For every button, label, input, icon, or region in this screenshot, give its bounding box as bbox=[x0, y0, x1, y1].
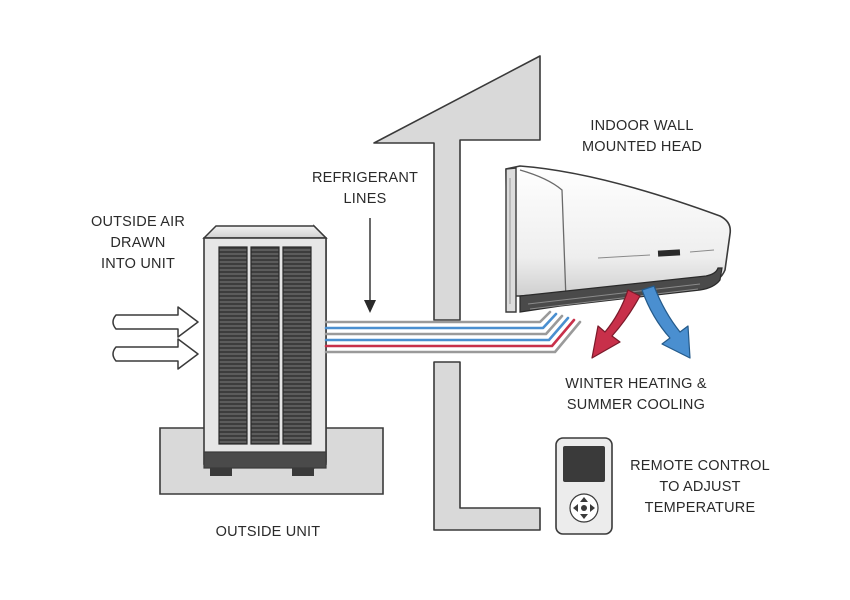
indoor-head-label: INDOOR WALL MOUNTED HEAD bbox=[581, 118, 702, 155]
house-wall bbox=[373, 55, 541, 531]
refrigerant-pointer bbox=[364, 218, 376, 313]
outside-unit-label: OUTSIDE UNIT bbox=[215, 524, 321, 540]
outside-unit bbox=[202, 224, 328, 476]
outside-air-label: OUTSIDE AIR DRAWN INTO UNIT bbox=[90, 214, 186, 272]
heating-cooling-label: WINTER HEATING & SUMMER COOLING bbox=[565, 376, 707, 413]
remote-control bbox=[555, 437, 613, 535]
indoor-wall-head bbox=[505, 165, 732, 313]
refrigerant-lines bbox=[324, 310, 582, 354]
warm-air-arrow bbox=[591, 289, 641, 359]
cool-air-arrow bbox=[641, 285, 691, 359]
air-intake-arrows bbox=[112, 306, 199, 370]
remote-control-label: REMOTE CONTROL TO ADJUST TEMPERATURE bbox=[630, 458, 770, 516]
refrigerant-lines-label: REFRIGERANT LINES bbox=[311, 170, 419, 207]
